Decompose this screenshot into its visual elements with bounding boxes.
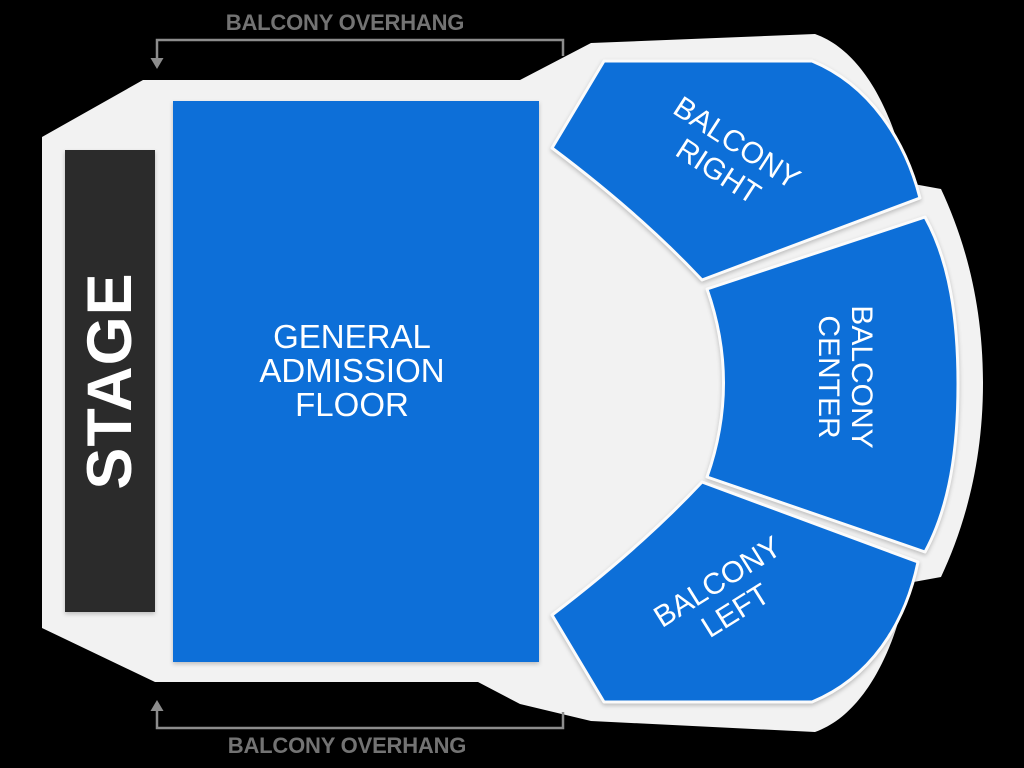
overhang-arrow-bottom-icon [150, 700, 164, 711]
overhang-bracket-bottom [155, 710, 565, 730]
section-balcony-center[interactable] [705, 215, 960, 554]
overhang-arrow-top-icon [150, 58, 164, 69]
section-balcony-right[interactable] [550, 59, 922, 282]
section-balcony-left[interactable] [550, 480, 920, 704]
overhang-bracket-top [155, 38, 565, 59]
section-general-admission[interactable] [173, 101, 539, 662]
stage-block [65, 150, 155, 612]
